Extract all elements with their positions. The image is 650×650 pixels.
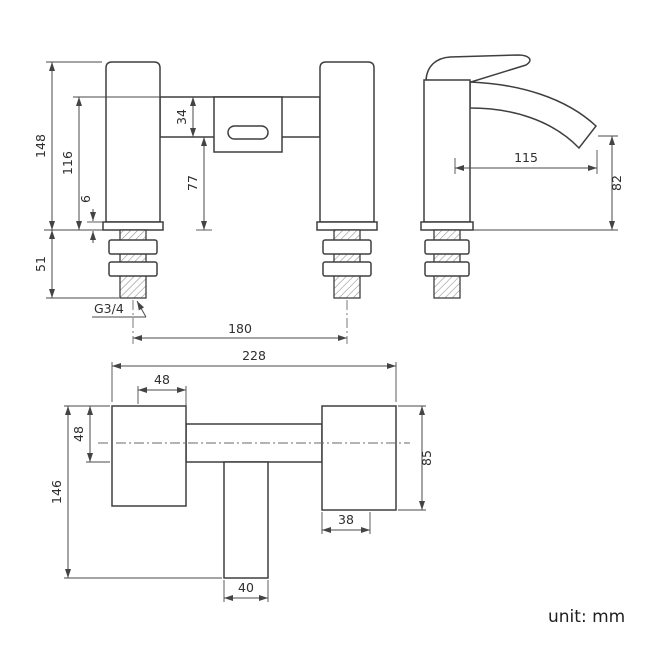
lever-handle [425, 54, 531, 83]
dim-tap-centres: 180 [133, 321, 347, 341]
spout-outlet [227, 125, 269, 140]
right-base-plate [316, 221, 378, 231]
left-pillar [105, 61, 161, 223]
right-tail-nut-top [322, 239, 372, 255]
dim-label-spout-to-deck: 77 [185, 175, 200, 191]
dim-body-height: 116 [60, 96, 160, 230]
side-tail-nut-bottom [424, 261, 470, 277]
dim-base-plate: 6 [78, 195, 103, 243]
dim-label-tail-length: 51 [33, 256, 48, 272]
dim-overall-width: 228 [111, 348, 397, 402]
dim-tail-length: 51 [33, 230, 119, 299]
unit-label: unit: mm [548, 607, 625, 627]
dim-overall-depth: 146 [49, 405, 222, 579]
dim-label-overall-width: 228 [242, 348, 266, 363]
curved-spout [469, 81, 598, 150]
plan-left-block [111, 405, 187, 507]
dim-label-body-depth: 48 [71, 426, 86, 442]
dim-label-overall-depth: 146 [49, 480, 64, 504]
dim-overall-height: 148 [33, 61, 102, 230]
side-tail-nut-top [424, 239, 470, 255]
right-pillar [319, 61, 375, 223]
dim-label-base-plate: 6 [78, 195, 93, 203]
spout-block [213, 96, 283, 153]
side-body [423, 79, 471, 223]
dim-label-spout-reach: 115 [514, 150, 538, 165]
dim-label-spout-height: 82 [609, 175, 624, 191]
dim-spout-height: 82 [598, 135, 624, 230]
plan-right-block [321, 405, 397, 511]
dim-label-spout-width: 40 [238, 580, 254, 595]
left-tail-nut-bottom [108, 261, 158, 277]
dim-label-overall-height: 148 [33, 134, 48, 158]
dim-body-width: 48 [137, 372, 187, 420]
side-view: 115 82 [420, 54, 624, 299]
dim-label-body-width: 48 [154, 372, 170, 387]
dim-label-tap-centres: 180 [228, 321, 252, 336]
dim-spout-to-deck: 77 [185, 137, 212, 231]
thread-label: G3/4 [94, 301, 124, 316]
plan-spout-tongue [223, 461, 269, 579]
plan-view: 228 48 48 146 85 [49, 348, 434, 602]
dim-right-block-width: 38 [321, 512, 371, 534]
dim-label-right-block-depth: 85 [419, 450, 434, 466]
dim-label-body-height: 116 [60, 151, 75, 175]
front-view: 148 116 6 51 34 77 [33, 61, 378, 344]
dim-body-depth: 48 [71, 406, 110, 463]
dim-label-bar-height: 34 [174, 109, 189, 125]
dim-spout-reach: 115 [454, 150, 598, 174]
left-base-plate [102, 221, 164, 231]
thread-callout: G3/4 [92, 300, 147, 318]
dim-spout-width: 40 [223, 580, 269, 602]
dim-label-right-block-width: 38 [338, 512, 354, 527]
left-tail-nut-top [108, 239, 158, 255]
dim-right-block-depth: 85 [398, 405, 434, 511]
dim-bar-height: 34 [174, 97, 196, 137]
right-tail-nut-bottom [322, 261, 372, 277]
side-base-plate [420, 221, 474, 231]
